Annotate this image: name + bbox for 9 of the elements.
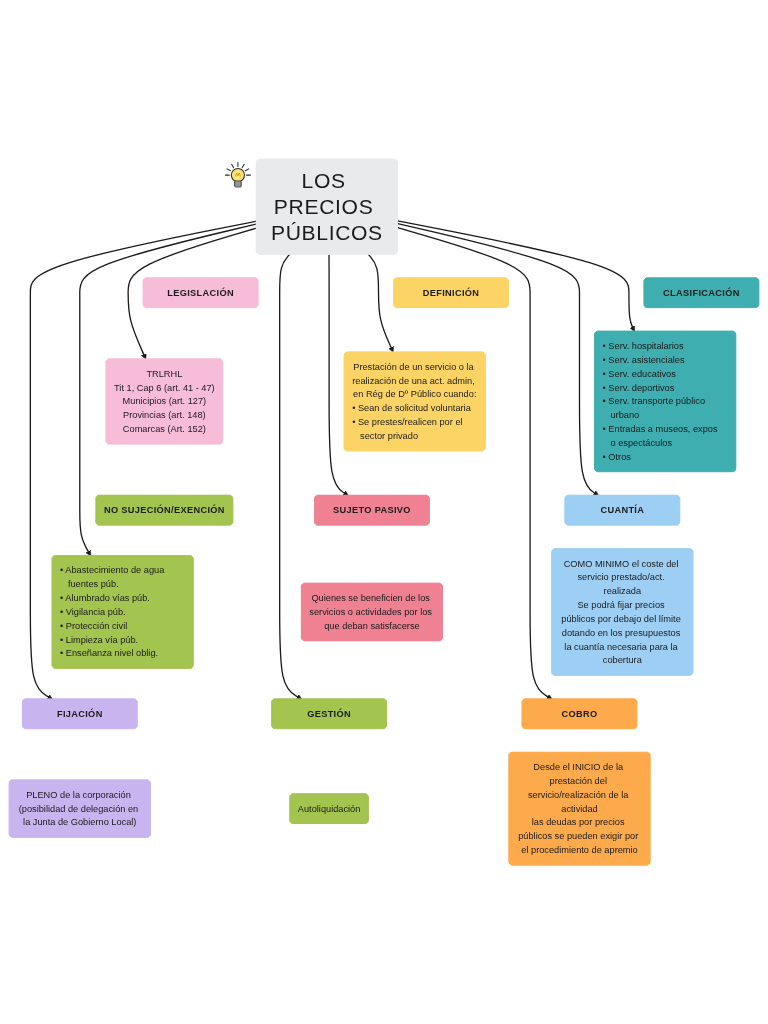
arrow (397, 220, 635, 332)
arrow (29, 220, 258, 700)
arrow (397, 222, 600, 496)
arrow (279, 253, 303, 700)
arrow (397, 226, 553, 700)
arrow (79, 223, 258, 557)
arrow (367, 253, 394, 353)
arrow (328, 253, 349, 496)
arrow (127, 227, 258, 360)
